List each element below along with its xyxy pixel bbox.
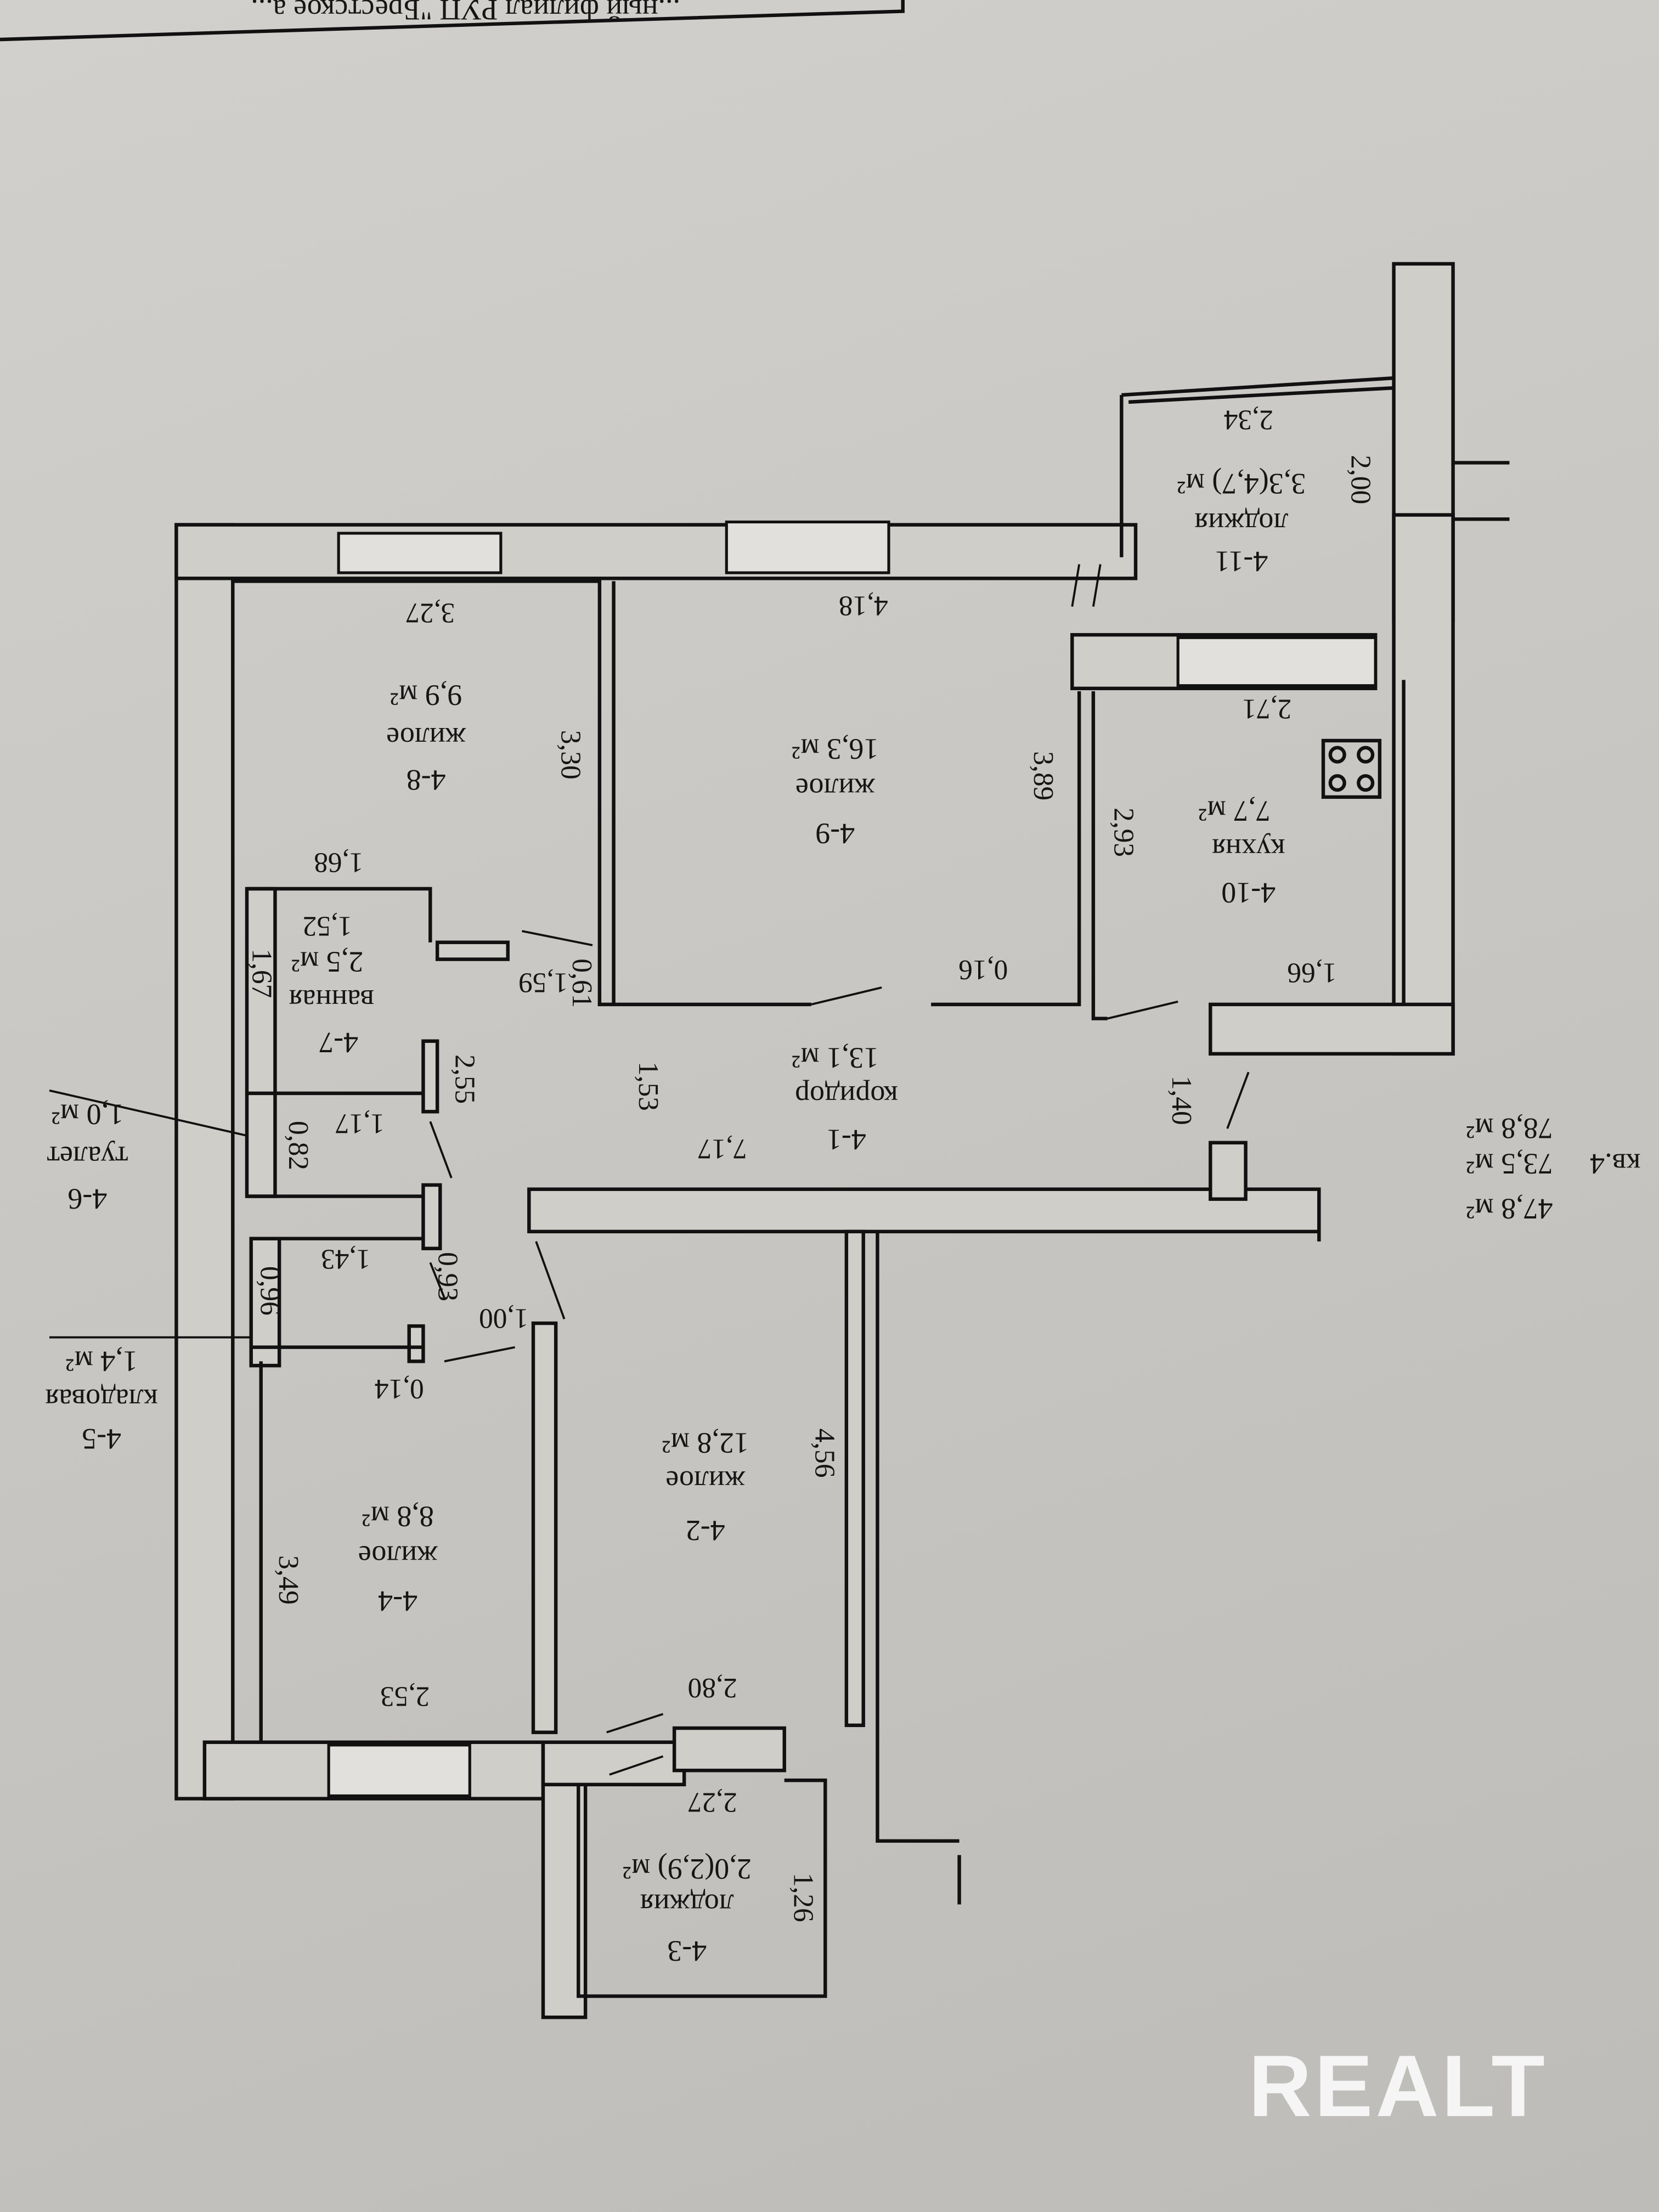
plan-label: 1,43 (321, 1243, 370, 1274)
plan-label: 4,56 (809, 1429, 840, 1478)
plan-label: 47,8 м² (1466, 1193, 1553, 1226)
plan-label: 1,00 (479, 1302, 528, 1334)
plan-label: 4-3 (667, 1934, 707, 1967)
room-4-7: 4-7 ванная 2,5 м² (289, 946, 374, 1059)
plan-label: 1,66 (1287, 957, 1336, 988)
plan-label: 78,8 м² (1466, 1112, 1553, 1145)
plan-label: жилое (795, 772, 876, 805)
plan-label: 3,27 (405, 597, 455, 629)
plan-label: туалет (47, 1141, 128, 1173)
plan-label: 7,7 м² (1198, 795, 1270, 828)
plan-label: 4-9 (815, 817, 855, 850)
room-4-2: 4-2 жилое 12,8 м² (662, 1427, 749, 1547)
plan-label: 4,18 (839, 590, 888, 622)
plan-label: 1,26 (788, 1873, 819, 1922)
plan-label: 2,71 (1242, 693, 1291, 724)
room-4-5: 4-5 кладовая 1,4 м² (46, 1345, 158, 1455)
plan-label: 1,0 м² (52, 1098, 123, 1131)
plan-label: 1,40 (1166, 1076, 1197, 1125)
plan-label: 2,55 (449, 1054, 481, 1104)
plan-label: 0,61 (566, 958, 597, 1008)
plan-label: коридор (795, 1080, 898, 1113)
plan-label: 3,3(4,7) м² (1177, 467, 1306, 500)
realt-watermark: REALT (1249, 2037, 1548, 2135)
room-4-4: 4-4 жилое 8,8 м² (358, 1500, 438, 1617)
room-4-9: 4-9 жилое 16,3 м² (792, 732, 878, 850)
apartment-summary: кв.4 73,5 м² 47,8 м² 78,8 м² (1466, 1112, 1640, 1226)
plan-label: 16,3 м² (792, 732, 878, 765)
plan-label: 0,96 (255, 1266, 286, 1316)
plan-label: 73,5 м² (1466, 1147, 1553, 1180)
plan-label: 13,1 м² (792, 1042, 878, 1075)
plan-label: кладовая (46, 1383, 158, 1416)
windows (327, 520, 1377, 1797)
plan-label: 7,17 (698, 1133, 747, 1165)
room-4-11: 4-11 лоджия 3,3(4,7) м² (1177, 467, 1306, 578)
plan-label: 2,5 м² (291, 946, 363, 979)
stove-icon (1321, 738, 1382, 799)
plan-label: 2,34 (1224, 404, 1273, 435)
room-4-10: 4-10 кухня 7,7 м² (1198, 795, 1285, 910)
plan-label: 0,16 (958, 954, 1008, 985)
plan-label: 2,00 (1345, 455, 1376, 504)
header-text: ...ный филиал РУП "Брестское а... (251, 0, 680, 26)
plan-label: 3,49 (273, 1555, 304, 1605)
header-frame-line (0, 0, 905, 42)
plan-label: 4-7 (319, 1026, 358, 1059)
plan-label: 1,67 (246, 949, 277, 998)
plan-label: 0,14 (375, 1373, 424, 1404)
plan-label: лоджия (1194, 507, 1288, 540)
plan-label: 0,93 (432, 1252, 464, 1301)
plan-label: 4-1 (827, 1124, 866, 1156)
plan-label: 4-6 (67, 1183, 107, 1216)
plan-label: 3,89 (1028, 751, 1059, 800)
room-labels: 4-11 лоджия 3,3(4,7) м² 4-9 жилое 16,3 м² 4-… (46, 467, 1306, 1967)
room-4-1: 4-1 коридор 13,1 м² (792, 1042, 898, 1156)
plan-label: 9,9 м² (390, 679, 462, 712)
plan-label: 1,52 (303, 910, 352, 941)
plan-label: жилое (665, 1465, 746, 1498)
plan-label: 4-2 (686, 1514, 725, 1547)
plan-label: 1,53 (633, 1062, 664, 1111)
plan-label: 4-11 (1215, 545, 1268, 578)
plan-label: 1,59 (518, 967, 568, 998)
plan-label: 2,53 (380, 1680, 430, 1712)
plan-label: 2,0(2,9) м² (623, 1853, 752, 1886)
plan-label: 0,82 (283, 1121, 314, 1170)
room-4-6: 4-6 туалет 1,0 м² (47, 1098, 128, 1215)
plan-label: жилое (386, 721, 466, 754)
plan-label: 4-10 (1221, 877, 1276, 910)
plan-label: 1,4 м² (65, 1345, 137, 1378)
interior-partitions (49, 376, 1510, 1998)
plan-label: 4-5 (82, 1423, 121, 1455)
plan-label: 8,8 м² (362, 1500, 433, 1533)
plan-label: 12,8 м² (662, 1427, 749, 1460)
plan-label: 2,80 (688, 1672, 737, 1703)
plan-label: кв.4 (1590, 1147, 1640, 1180)
dimension-labels: 2,34 2,00 4,18 3,27 3,30 3,89 2,71 2,93 … (246, 404, 1376, 1922)
plan-label: лоджия (640, 1888, 734, 1921)
plan-label: 2,93 (1108, 808, 1139, 857)
plan-label: 1,68 (314, 847, 363, 878)
plan-label: кухня (1212, 833, 1285, 866)
plan-label: 1,17 (335, 1108, 385, 1139)
plan-label: 4-8 (407, 764, 446, 797)
plan-label: 4-4 (378, 1585, 417, 1618)
room-4-8: 4-8 жилое 9,9 м² (386, 679, 466, 797)
plan-label: 2,27 (688, 1786, 737, 1818)
plan-label: 3,30 (555, 730, 586, 780)
plan-label: ванная (289, 984, 374, 1017)
plan-label: жилое (358, 1539, 438, 1572)
